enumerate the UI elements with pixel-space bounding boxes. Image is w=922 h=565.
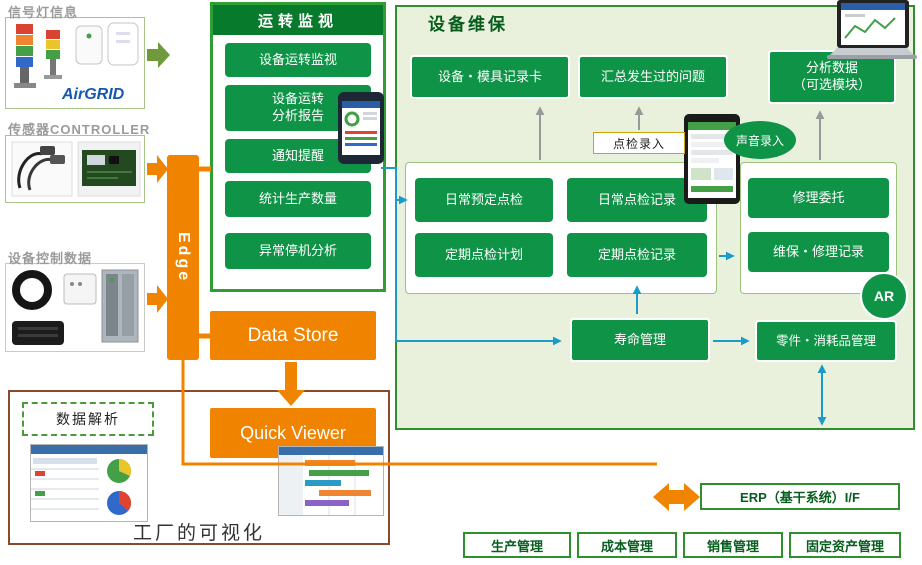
control-data-label: 设备控制数据: [8, 251, 93, 266]
module-cost-mgmt: 成本管理: [577, 532, 677, 558]
sensor-photo: [5, 135, 145, 203]
node-equipment-operation-monitor: 设备运转监视: [225, 43, 371, 77]
node-daily-inspection-record: 日常点检记录: [567, 178, 707, 222]
node-inspection-entry-tag: 点检录入: [593, 132, 685, 154]
node-parts-management: 零件・消耗品管理: [755, 320, 897, 362]
node-periodic-inspection-plan: 定期点检计划: [415, 233, 553, 277]
signal-tower-icon: [14, 22, 139, 88]
data-store-box: Data Store: [210, 311, 376, 360]
node-issue-summary: 汇总发生过的问题: [578, 55, 728, 99]
sensor-controller-label: 传感器CONTROLLER: [8, 122, 151, 137]
control-to-edge-arrow: [147, 285, 168, 313]
ar-badge: AR: [860, 272, 908, 320]
module-production-mgmt: 生产管理: [463, 532, 571, 558]
maintenance-panel-title: 设备维保: [428, 15, 508, 34]
module-sales-mgmt: 销售管理: [683, 532, 783, 558]
gantt-screenshot: [278, 446, 384, 516]
controller-photo: [5, 263, 145, 352]
sensor-to-edge-arrow: [147, 155, 168, 183]
signal-info-label: 信号灯信息: [8, 5, 79, 20]
signal-to-edge-arrow: [147, 42, 170, 68]
data-analysis-box: 数据解析: [22, 402, 154, 436]
dashboard-screenshot: [30, 444, 148, 522]
erp-interface-box: ERP（基干系统）I/F: [700, 483, 900, 510]
node-equipment-mold-card: 设备・模具记录卡: [410, 55, 570, 99]
erp-double-arrow: [653, 483, 700, 511]
node-abnormal-stop-analysis: 异常停机分析: [225, 233, 371, 269]
sensor-icon: [11, 141, 141, 197]
edge-box: Edge: [167, 155, 199, 360]
phone-mockup-icon: [338, 92, 384, 164]
phone-screen: [342, 101, 380, 155]
node-analysis-data: 分析数据 （可选模块）: [768, 50, 896, 104]
factory-visualization-label: 工厂的可视化: [132, 523, 265, 544]
module-fixed-asset-mgmt: 固定资产管理: [789, 532, 901, 558]
plc-icon: [12, 269, 139, 345]
node-periodic-inspection-record: 定期点检记录: [567, 233, 707, 277]
airgrid-logo: AirGRID: [62, 86, 125, 103]
node-voice-entry-badge: 声音录入: [724, 121, 796, 159]
node-daily-scheduled-inspection: 日常预定点检: [415, 178, 553, 222]
signal-light-photo: AirGRID: [5, 17, 145, 109]
node-repair-request: 修理委托: [748, 178, 889, 218]
node-life-management: 寿命管理: [570, 318, 710, 362]
laptop-mockup-icon: [826, 0, 918, 60]
node-maintenance-repair-record: 维保・修理记录: [748, 232, 889, 272]
node-production-count: 统计生产数量: [225, 181, 371, 217]
monitor-panel-title: 运转监视: [213, 5, 383, 35]
